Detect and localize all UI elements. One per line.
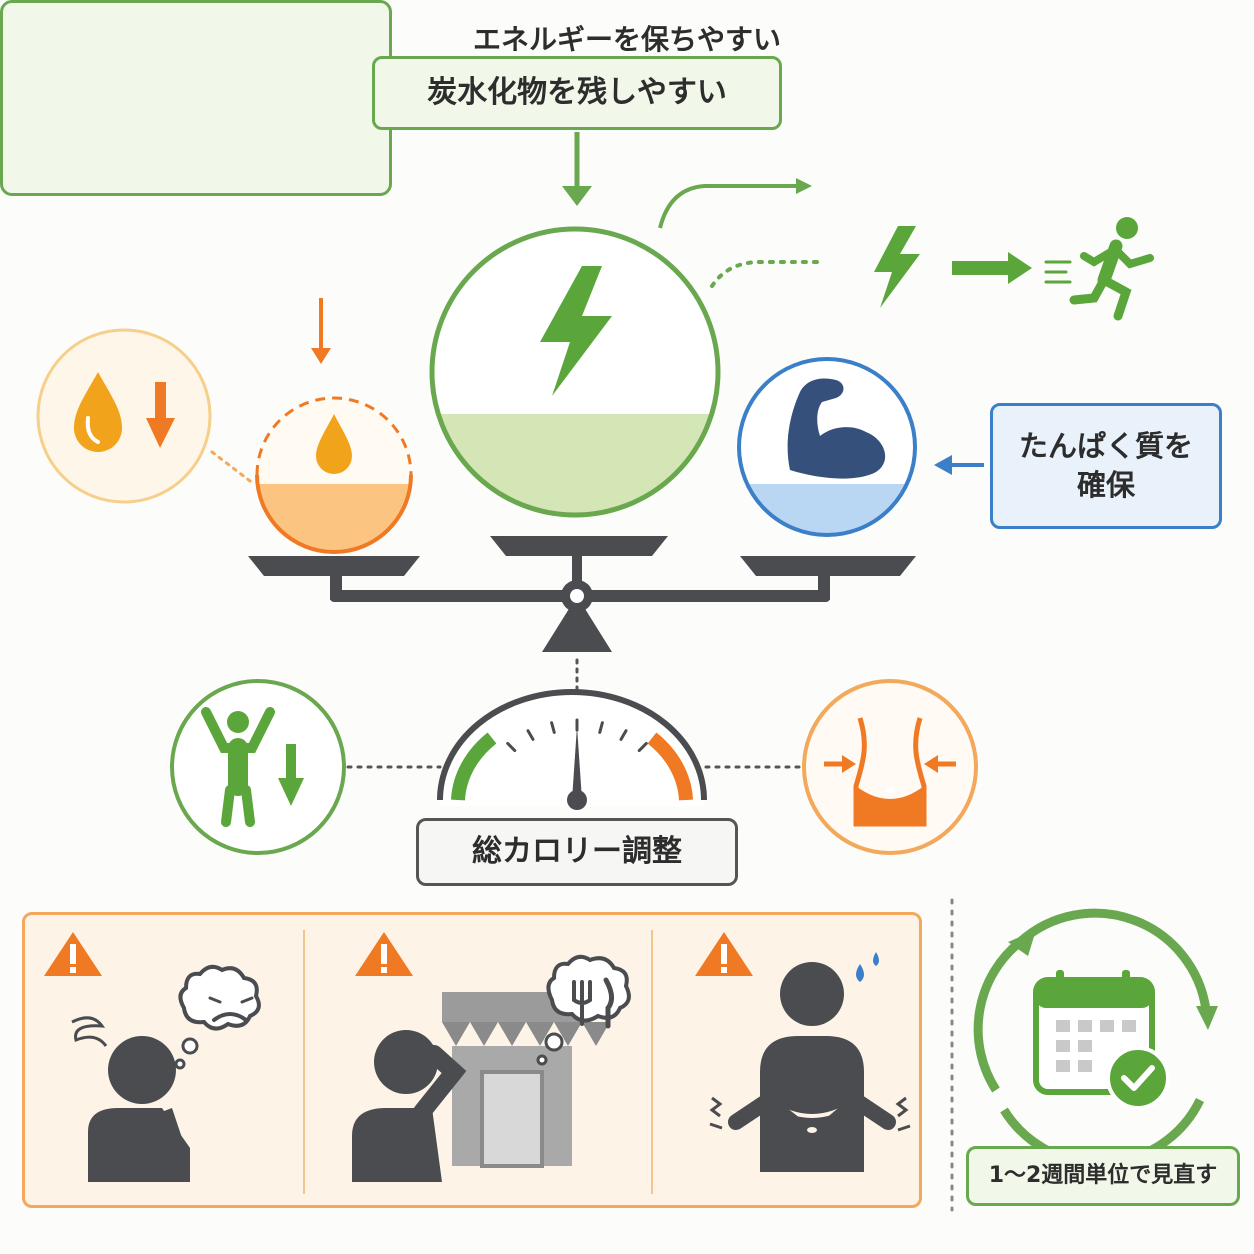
warning-icon [44,932,102,976]
review-cycle [973,908,1218,1168]
gauge-tick [550,721,556,734]
eating-out-person-icon [352,954,631,1182]
calendar-check-icon [1033,970,1170,1110]
gauge-tick [598,721,604,734]
running-person-icon [1044,217,1154,321]
weight-loss-badge [170,679,346,855]
energy-box: エネルギーを保ちやすい [0,0,781,196]
carbs-label: 炭水化物を残しやすい [372,56,782,130]
balance-scale [248,536,916,652]
energy-label: エネルギーを保ちやすい [472,23,781,56]
person-arms-up-icon [201,707,275,827]
warning-icon [695,932,753,976]
protein-bowl [737,357,917,537]
gauge-tick [506,741,517,753]
flexed-arm-icon [787,378,886,479]
arrow-down-icon [278,744,304,806]
protein-label: たんぱく質を 確保 [990,403,1222,529]
gauge-tick [619,729,628,741]
carbs-down-arrow [562,132,592,206]
calorie-adjust-label: 総カロリー調整 [416,818,738,886]
gauge-tick [526,729,535,741]
fat-down-arrow [311,298,331,364]
gauge-tick [637,741,648,753]
energy-lightning-icon [874,226,920,308]
protein-arrow [934,455,984,475]
waist-badge [802,679,978,855]
gauge-needle [572,726,582,800]
lightning-icon [540,266,612,396]
review-period-label: 1〜2週間単位で見直す [966,1146,1240,1206]
fat-reduction-badge [36,328,212,504]
warning-panel [22,912,922,1208]
arrow-down-icon [146,382,175,448]
carb-bowl [429,226,721,518]
water-drop-icon [74,372,122,452]
bowl-water-drop-icon [316,414,352,474]
warning-icon [355,932,413,976]
stomach-discomfort-icon [709,952,911,1172]
worried-person-icon [71,964,261,1182]
waist-slimming-icon [824,717,956,827]
warning-illustrations [44,930,911,1194]
energy-arrow-right-icon [952,252,1032,284]
energy-connector-arrow [658,178,820,288]
calorie-gauge [437,689,707,810]
